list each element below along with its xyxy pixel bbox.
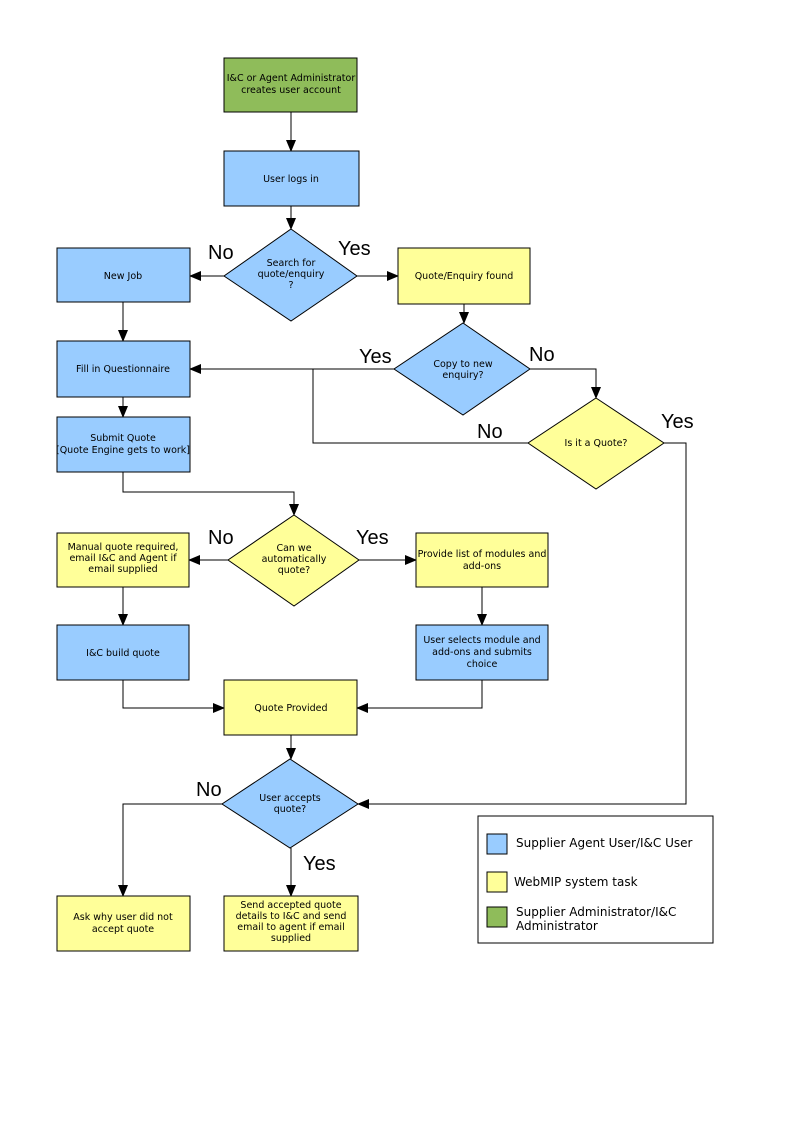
node-manual-quote: Manual quote required,email I&C and Agen… bbox=[56, 532, 190, 588]
legend-item-system: WebMIP system task bbox=[486, 871, 638, 893]
svg-text:Quote/Enquiry found: Quote/Enquiry found bbox=[415, 271, 514, 282]
svg-text:WebMIP system task: WebMIP system task bbox=[514, 875, 638, 889]
edges bbox=[118, 112, 687, 897]
label-copy-no: No bbox=[529, 344, 555, 366]
svg-text:Manual quote required,email I&: Manual quote required,email I&C and Agen… bbox=[68, 542, 179, 575]
node-build-quote: I&C build quote bbox=[56, 624, 190, 681]
svg-text:New Job: New Job bbox=[104, 271, 142, 282]
label-search-yes: Yes bbox=[338, 238, 371, 260]
label-search-no: No bbox=[208, 242, 234, 264]
node-questionnaire: Fill in Questionnaire bbox=[56, 340, 191, 398]
edge-isquote-no bbox=[312, 369, 528, 444]
svg-text:Is it a Quote?: Is it a Quote? bbox=[565, 438, 628, 449]
svg-text:Fill in Questionnaire: Fill in Questionnaire bbox=[76, 364, 170, 375]
label-accepts-yes: Yes bbox=[303, 853, 336, 875]
node-user-logs-in: User logs in bbox=[223, 150, 360, 207]
node-quote-provided: Quote Provided bbox=[223, 679, 358, 736]
edge-isquote-yes bbox=[357, 442, 687, 809]
edge-labels: No Yes Yes No No Yes No Yes No Yes bbox=[196, 238, 694, 875]
edge-accepts-no bbox=[118, 803, 222, 897]
svg-text:I&C build quote: I&C build quote bbox=[86, 648, 160, 659]
label-copy-yes: Yes bbox=[359, 346, 392, 368]
legend-item-user: Supplier Agent User/I&C User bbox=[486, 833, 692, 855]
label-auto-no: No bbox=[208, 527, 234, 549]
label-isquote-yes: Yes bbox=[661, 411, 694, 433]
node-submit-quote: Submit Quote[Quote Engine gets to work] bbox=[56, 416, 191, 473]
node-isquote-decision: Is it a Quote? bbox=[527, 397, 665, 490]
edge-selects-to-provided bbox=[356, 680, 483, 713]
legend-frame bbox=[477, 815, 714, 944]
label-isquote-no: No bbox=[477, 421, 503, 443]
svg-text:Supplier Agent User/I&C User: Supplier Agent User/I&C User bbox=[516, 836, 692, 850]
svg-text:Quote Provided: Quote Provided bbox=[254, 703, 327, 714]
edge-copy-no bbox=[530, 368, 601, 399]
node-new-job: New Job bbox=[56, 247, 191, 303]
svg-text:User logs in: User logs in bbox=[263, 174, 319, 185]
legend: Supplier Agent User/I&C User WebMIP syst… bbox=[477, 815, 714, 944]
node-quote-found: Quote/Enquiry found bbox=[397, 247, 531, 305]
edge-build-to-provided bbox=[122, 680, 225, 713]
svg-text:Submit Quote[Quote Engine gets: Submit Quote[Quote Engine gets to work] bbox=[56, 433, 190, 456]
edge-submit-to-auto bbox=[122, 472, 299, 516]
label-auto-yes: Yes bbox=[356, 527, 389, 549]
label-accepts-no: No bbox=[196, 779, 222, 801]
